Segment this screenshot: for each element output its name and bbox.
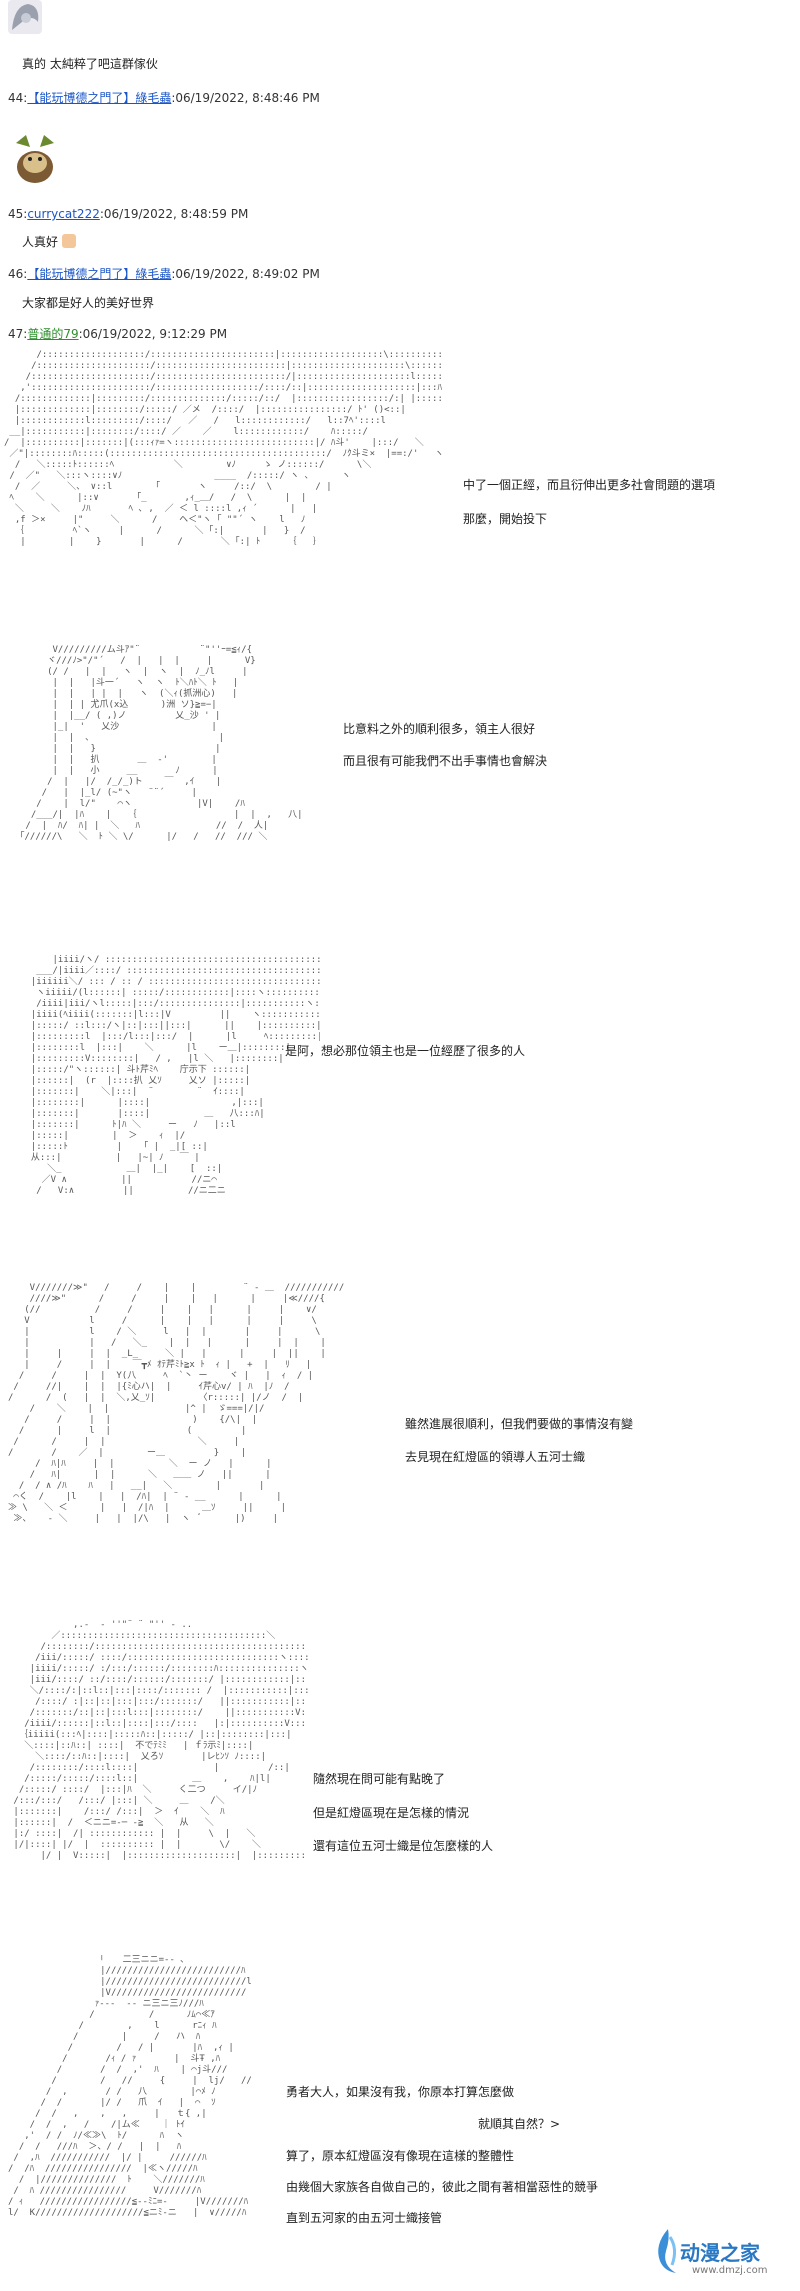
dialog-line: 直到五河家的由五河士織接管 xyxy=(286,2211,443,2225)
ascii-art-panel: |iiii/ヽ/ :::::::::::::::::::::::::::::::… xyxy=(30,955,320,1196)
post-time: :06/19/2022, 8:49:02 PM xyxy=(171,267,320,281)
dialog-line: 算了，原本紅燈區沒有像現在這樣的整體性 xyxy=(286,2149,515,2163)
watermark: 动漫之家 www.dmzj.com xyxy=(648,2223,788,2283)
post-header: 45:currycat222:06/19/2022, 8:48:59 PM xyxy=(8,206,248,222)
post-header: 46:【能玩博德之門了】綠毛蟲:06/19/2022, 8:49:02 PM xyxy=(8,266,320,282)
dialog-line: 由幾個大家族各自做自己的，彼此之間有著相當惡性的競爭 xyxy=(286,2180,599,2194)
dialog-line: 是阿，想必那位領主也是一位經歷了很多的人 xyxy=(285,1044,526,1058)
dialog-line: 中了一個正經，而且衍伸出更多社會問題的選項 xyxy=(463,478,716,492)
post-user-link[interactable]: 【能玩博德之門了】綠毛蟲 xyxy=(27,267,172,281)
dialog-line: 而且很有可能我們不出手事情也會解決 xyxy=(343,754,548,768)
post-number: 47: xyxy=(8,327,28,341)
post-body: 大家都是好人的美好世界 xyxy=(22,296,155,310)
post-body: 人真好 xyxy=(22,234,76,250)
user-avatar-top xyxy=(8,0,42,34)
ascii-art-panel: V///////≫" / / | | ￣ ¨ ‐ ＿ /////////// /… xyxy=(8,1283,345,1524)
watermark-logo-icon xyxy=(658,2229,677,2273)
ascii-art-panel: ｢￣￣二三ニニ=‐‐ ､ |/////////////////////////ﾊ… xyxy=(8,1955,252,2218)
dialog-line: 勇者大人，如果沒有我，你原本打算怎麼做 xyxy=(286,2085,515,2099)
dialog-line: 但是紅燈區現在是怎樣的情況 xyxy=(313,1806,470,1820)
post-header: 44:【能玩博德之門了】綠毛蟲:06/19/2022, 8:48:46 PM xyxy=(8,90,320,106)
ascii-art-panel: V/////////ム斗ｱ"¨ ¨"''ｰ=≦ｨ/{ ヾ///ﾉ>"/"´ / … xyxy=(20,645,303,842)
smile-emoji-icon xyxy=(61,234,76,248)
watermark-name: 动漫之家 xyxy=(680,2241,760,2265)
post-number: 45: xyxy=(8,207,28,221)
post-body: 真的 太純粹了吧這群傢伙 xyxy=(22,57,158,71)
post-user-link[interactable]: 【能玩博德之門了】綠毛蟲 xyxy=(27,91,172,105)
post-header: 47:普通的79:06/19/2022, 9:12:29 PM xyxy=(8,326,227,342)
post-time: :06/19/2022, 8:48:46 PM xyxy=(171,91,320,105)
frog-sticker-icon xyxy=(10,133,60,187)
post-time: :06/19/2022, 9:12:29 PM xyxy=(78,327,228,341)
post-user-link[interactable]: 普通的79 xyxy=(27,327,79,341)
post-sticker-image xyxy=(10,133,60,187)
avatar-icon xyxy=(8,0,42,34)
post-time: :06/19/2022, 8:48:59 PM xyxy=(99,207,249,221)
ascii-art-panel: /:::::::::::::::::::/:::::::::::::::::::… xyxy=(4,350,444,547)
post-user-link[interactable]: currycat222 xyxy=(27,207,100,221)
post-body-text: 人真好 xyxy=(22,235,59,249)
dialog-line: 那麼，開始投下 xyxy=(463,512,548,526)
dialog-line: 就順其自然？> xyxy=(478,2117,561,2131)
dialog-line: 雖然進展很順利，但我們要做的事情沒有變 xyxy=(405,1417,634,1431)
ascii-art-panel: ,.- ‐ ''"¨ ¨ "'' - .. ／:::::::::::::::::… xyxy=(13,1620,308,1861)
watermark-url: www.dmzj.com xyxy=(692,2265,768,2276)
post-number: 44: xyxy=(8,91,28,105)
dialog-line: 比意料之外的順利很多，領主人很好 xyxy=(343,722,536,736)
dialog-line: 隨然現在問可能有點晚了 xyxy=(313,1772,446,1786)
dialog-line: 還有這位五河士織是位怎麼樣的人 xyxy=(313,1839,494,1853)
dialog-line: 去見現在紅燈區的領導人五河士織 xyxy=(405,1450,586,1464)
post-number: 46: xyxy=(8,267,28,281)
